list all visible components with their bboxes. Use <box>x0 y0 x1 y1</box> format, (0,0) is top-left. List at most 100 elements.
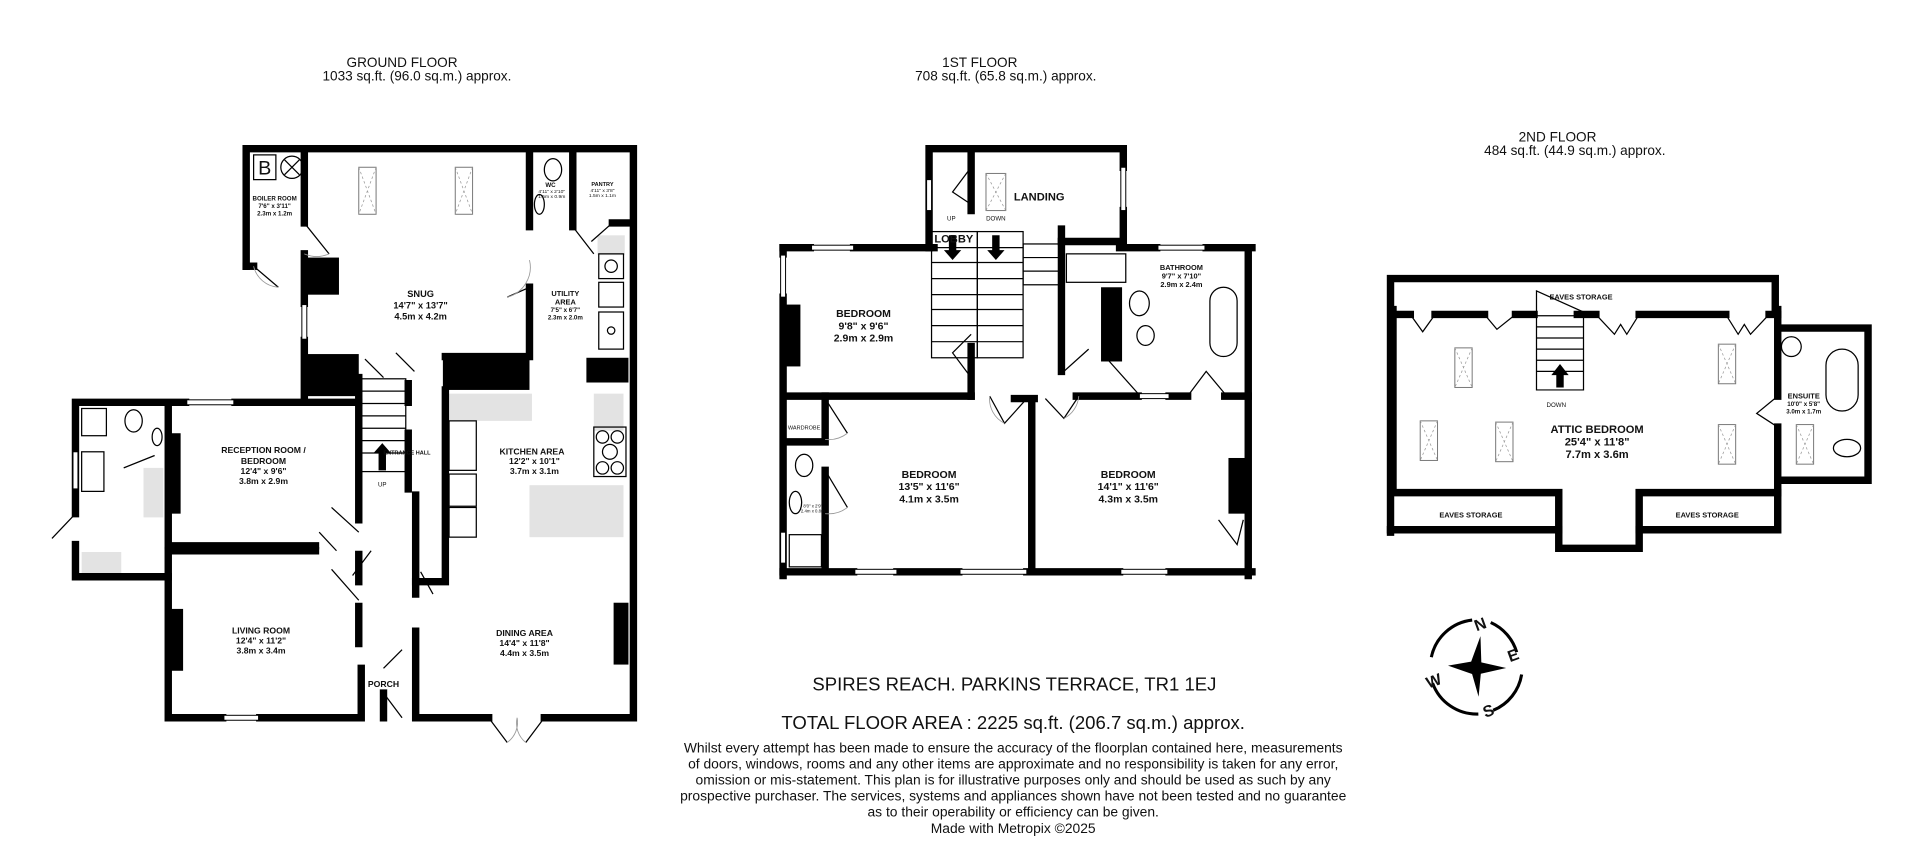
oven-icon <box>448 506 477 538</box>
stair-label: DOWN <box>1547 402 1567 409</box>
basin-icon <box>533 193 545 215</box>
bath-icon <box>1209 286 1238 358</box>
basin-icon <box>788 490 803 515</box>
metropix-credit: Made with Metropix ©2025 <box>931 820 1096 836</box>
stair-arrow-down-icon <box>943 235 962 261</box>
room-dim: 7'5" x 6'7" <box>551 307 580 314</box>
first-walls <box>779 144 1256 580</box>
dishwasher-icon <box>448 473 477 507</box>
ground-stairs <box>360 378 407 473</box>
room-name-bathroom: BATHROOM <box>1160 263 1203 272</box>
compass-east: E <box>1505 645 1521 666</box>
room-dim: 2.3m x 2.0m <box>548 314 584 321</box>
room-dim: 4.3m x 3.5m <box>1098 494 1158 506</box>
stair-label: UP <box>378 481 387 488</box>
first-floor: 1ST FLOOR 708 sq.ft. (65.8 sq.m.) approx… <box>779 55 1256 580</box>
room-dim: 4.4m x 3.5m <box>500 648 549 658</box>
disclaimer-line: omission or mis-statement. This plan is … <box>696 772 1331 788</box>
room-dim: 3.8m x 3.4m <box>237 645 286 655</box>
room-dim: 7'6" x 3'11" <box>258 203 291 210</box>
room-name-eaves-storage: EAVES STORAGE <box>1676 510 1739 519</box>
first-room-labels: LANDING UP DOWN LOBBY BEDROOM 9'8" x 9'6… <box>788 192 1203 514</box>
room-name-eaves-storage: EAVES STORAGE <box>1439 510 1502 519</box>
disclaimer-line: as to their operability or efficiency ca… <box>867 804 1158 820</box>
first-doors <box>824 166 1244 546</box>
second-floor-area: 484 sq.ft. (44.9 sq.m.) approx. <box>1484 143 1665 158</box>
room-dim: 12'2" x 10'1" <box>509 456 560 466</box>
room-dim: 7.7m x 3.6m <box>1566 449 1629 461</box>
room-dim: 9'7" x 7'10" <box>1162 272 1202 281</box>
room-dim: 2.4m x 0.8m <box>801 508 825 513</box>
room-name-wardrobe: WARDROBE <box>788 426 821 432</box>
room-name-bedroom: BEDROOM <box>1101 469 1156 481</box>
room-name-porch: PORCH <box>368 679 399 689</box>
room-dim: 3.0m x 1.7m <box>1786 408 1822 415</box>
second-floor-title: 2ND FLOOR <box>1519 129 1597 144</box>
second-fixtures <box>1419 336 1862 465</box>
room-name-eaves-storage: EAVES STORAGE <box>1549 293 1612 302</box>
compass-icon: N E S W <box>1424 614 1524 722</box>
room-dim: 4.1m x 3.5m <box>899 494 959 506</box>
room-name-utility: UTILITY <box>551 289 579 298</box>
room-name-pantry: PANTRY <box>591 182 613 188</box>
room-dim: 1.5m x 1.1m <box>589 193 616 199</box>
first-fixtures <box>788 172 1238 568</box>
room-dim: 3.8m x 2.9m <box>239 476 288 486</box>
toilet-icon <box>543 157 563 182</box>
first-windows <box>780 166 1206 575</box>
washer-icon <box>598 253 625 280</box>
hob-icon <box>593 426 627 478</box>
room-name-bedroom: BEDROOM <box>836 308 891 320</box>
room-dim: 10'0" x 5'8" <box>1787 401 1820 408</box>
ground-floor-area: 1033 sq.ft. (96.0 sq.m.) approx. <box>322 69 511 84</box>
room-name-kitchen: KITCHEN AREA <box>499 446 565 456</box>
room-dim: 14'7" x 13'7" <box>393 300 447 310</box>
room-dim: 9'8" x 9'6" <box>839 320 889 332</box>
disclaimer-line: of doors, windows, rooms and any other i… <box>688 755 1338 771</box>
shower-tray-icon <box>81 407 108 437</box>
room-name-landing: LANDING <box>1014 192 1065 204</box>
room-name-entrance-hall: ENTRANCE HALL <box>383 450 431 456</box>
boiler-flue-icon <box>280 155 304 180</box>
first-floor-title: 1ST FLOOR <box>942 55 1017 70</box>
toilet-icon <box>794 453 814 478</box>
compass-west: W <box>1424 670 1445 692</box>
room-dim: 2.3m x 1.2m <box>257 211 293 218</box>
ground-walls <box>71 144 638 722</box>
shower-icon <box>1065 253 1127 283</box>
room-dim: 3.7m x 3.1m <box>510 466 559 476</box>
toilet-icon <box>124 409 143 433</box>
second-floor: 2ND FLOOR 484 sq.ft. (44.9 sq.m.) approx… <box>1386 129 1872 552</box>
room-dim: 25'4" x 11'8" <box>1565 437 1630 449</box>
second-stairs <box>1535 290 1585 391</box>
shower-tray-icon <box>788 534 823 568</box>
first-floor-area: 708 sq.ft. (65.8 sq.m.) approx. <box>915 69 1096 84</box>
room-name-reception: BEDROOM <box>241 456 286 466</box>
basin-icon <box>1780 336 1802 358</box>
room-dim: 2.9m x 2.9m <box>834 333 894 345</box>
ground-floor-title: GROUND FLOOR <box>347 55 458 70</box>
room-dim: 4'11" x 2'10" <box>538 189 565 195</box>
worktops <box>81 235 625 577</box>
compass-north: N <box>1472 614 1489 635</box>
ground-windows <box>72 304 308 721</box>
second-room-labels: EAVES STORAGE DOWN ATTIC BEDROOM 25'4" x… <box>1439 293 1821 520</box>
room-dim: 8'0" x 2'9" <box>803 503 822 508</box>
room-name-ensuite: ENSUITE <box>1788 392 1820 401</box>
stair-arrow-down-icon <box>987 235 1005 261</box>
room-dim: 13'5" x 11'6" <box>899 481 960 493</box>
stair-arrow-icon <box>1551 363 1569 388</box>
ground-chimneys <box>168 257 629 671</box>
stair-label: DOWN <box>986 215 1006 222</box>
ground-floor: GROUND FLOOR 1033 sq.ft. (96.0 sq.m.) ap… <box>51 55 638 743</box>
appliance-icon <box>598 311 625 350</box>
ground-fixtures: B <box>81 154 627 538</box>
room-dim: 4'11" x 3'8" <box>590 188 614 194</box>
second-walls <box>1386 274 1872 552</box>
room-name-utility: AREA <box>555 298 577 307</box>
property-address: SPIRES REACH. PARKINS TERRACE, TR1 1EJ <box>812 674 1216 695</box>
ground-room-labels: BOILER ROOM 7'6" x 3'11" 2.3m x 1.2m SNU… <box>221 182 616 689</box>
room-name-boiler: BOILER ROOM <box>253 196 297 203</box>
disclaimer-line: prospective purchaser. The services, sys… <box>680 788 1346 804</box>
